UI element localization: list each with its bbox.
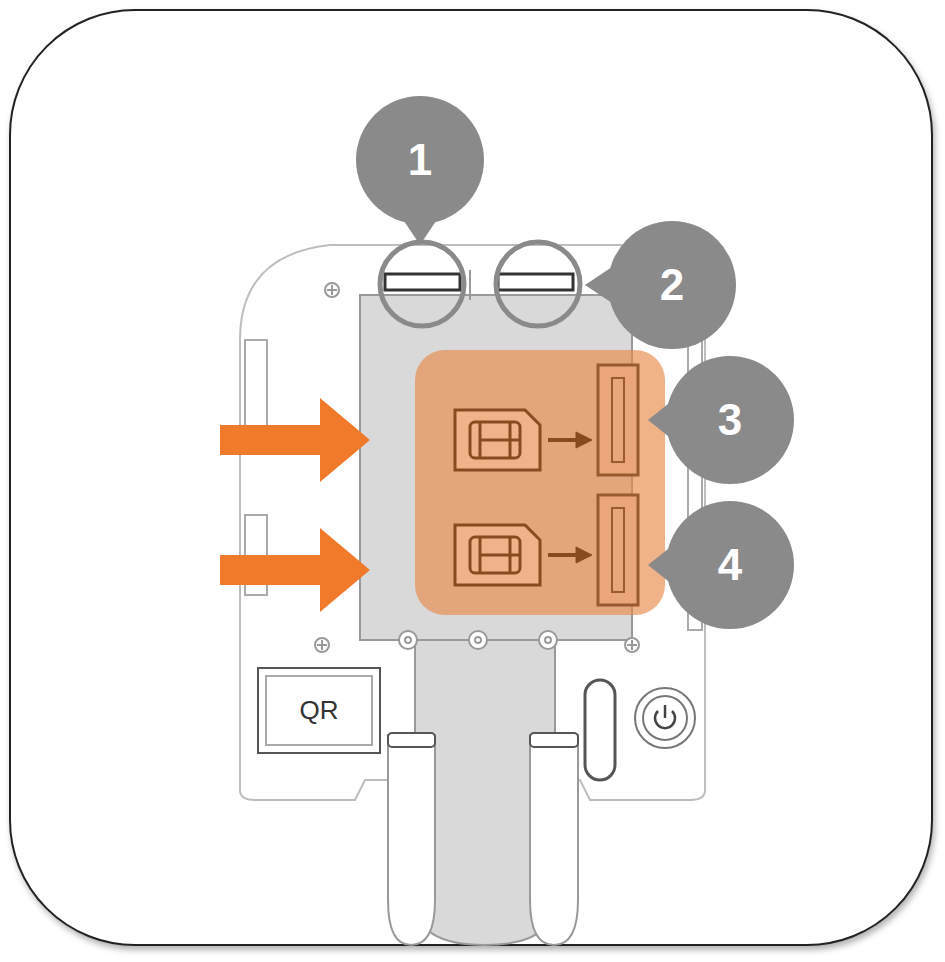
finger-loop: [388, 735, 435, 945]
port-slot: [385, 274, 460, 290]
callout-number: 4: [670, 505, 790, 625]
insert-arrow: [548, 432, 592, 563]
frame: [10, 10, 932, 945]
sim-card: [455, 525, 540, 585]
port-ring: [496, 242, 580, 326]
sim-slot: [598, 495, 638, 605]
big-arrow: [220, 528, 370, 612]
loop-clip: [530, 733, 578, 747]
callout-number: 1: [360, 100, 480, 220]
finger-loop: [530, 735, 578, 945]
sim-slot: [598, 365, 638, 475]
callout-number-text: 4: [718, 540, 742, 590]
callout-number: 3: [670, 360, 790, 480]
callout-number-text: 1: [408, 135, 432, 185]
callout-number-text: 3: [718, 395, 742, 445]
callout-bubble: [356, 96, 794, 629]
qr-label-text: QR: [300, 695, 339, 726]
qr-label: QR: [266, 676, 372, 745]
qr-box: [258, 668, 380, 753]
port-slot: [498, 274, 573, 290]
slide-switch: [585, 680, 615, 780]
callout-number: 2: [612, 225, 732, 345]
loop-clip: [388, 733, 435, 747]
sim-highlight: [415, 350, 665, 615]
callout-number-text: 2: [660, 260, 684, 310]
sim-card: [455, 410, 540, 470]
big-arrow: [220, 398, 370, 482]
port-ring: [380, 242, 464, 326]
power-button: [635, 688, 695, 748]
